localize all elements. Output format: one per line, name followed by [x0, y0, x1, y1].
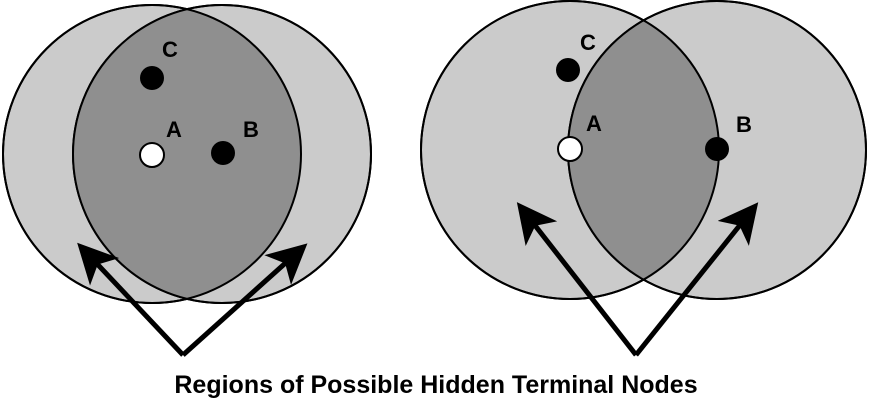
label-b: B [736, 112, 752, 137]
left-panel: C A B [2, 4, 372, 357]
node-b [211, 141, 235, 165]
arrow-left [516, 202, 638, 357]
arrow-right [634, 202, 759, 357]
label-b: B [243, 117, 259, 142]
label-a: A [166, 117, 182, 142]
node-c [140, 66, 164, 90]
node-a [139, 142, 165, 168]
node-b [705, 137, 729, 161]
node-c [556, 58, 580, 82]
label-c: C [580, 30, 596, 55]
caption: Regions of Possible Hidden Terminal Node… [174, 371, 697, 399]
arrow-left [77, 242, 185, 357]
node-a [557, 136, 583, 162]
label-c: C [162, 37, 178, 62]
arrow-right [181, 243, 308, 357]
right-panel: C A B [420, 0, 867, 357]
label-a: A [586, 111, 602, 136]
